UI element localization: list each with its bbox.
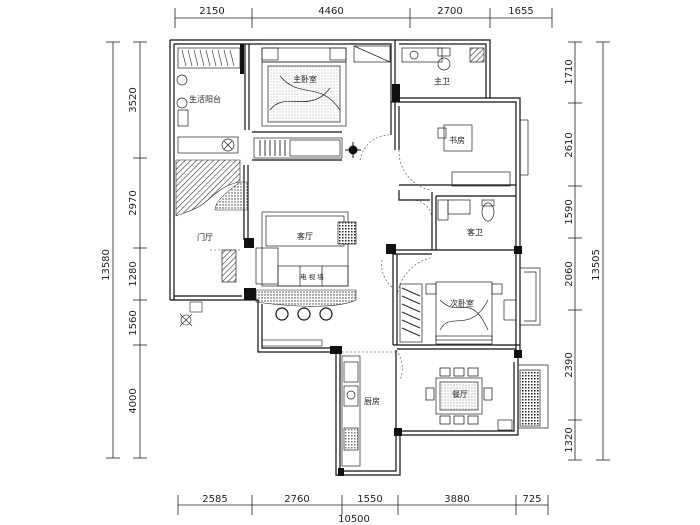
doors — [210, 134, 433, 381]
stove-icon — [343, 427, 359, 451]
study-furniture — [437, 124, 511, 187]
dim-right-total: 13505 — [591, 249, 602, 281]
bar-counter — [255, 289, 357, 307]
dim-left-2: 2970 — [128, 190, 139, 215]
dim-right-2: 2610 — [564, 132, 575, 157]
dim-bottom-5: 725 — [522, 494, 541, 505]
tv-cabinet — [261, 339, 323, 347]
dim-right-6: 1320 — [564, 427, 575, 452]
windows — [169, 39, 549, 429]
room-label-secondary-bedroom: 次卧室 — [450, 298, 474, 308]
secondary-bedroom-furniture — [399, 281, 517, 345]
dim-left-total: 13580 — [101, 249, 112, 281]
dim-top-2: 4460 — [318, 6, 343, 17]
wardrobe-icon — [399, 283, 423, 343]
dim-top-3: 2700 — [437, 6, 462, 17]
master-bath-fixtures — [401, 47, 485, 71]
dim-right-5: 2390 — [564, 352, 575, 377]
dim-left-4: 1560 — [128, 310, 139, 335]
living-balcony — [176, 47, 241, 154]
dim-bottom-4: 3880 — [444, 494, 469, 505]
dim-top-4: 1655 — [508, 6, 533, 17]
dim-right-1: 1710 — [564, 59, 575, 84]
room-label-living-room: 客厅 — [297, 231, 313, 241]
room-label-bath: 客卫 — [467, 227, 483, 237]
dim-bottom-2: 2760 — [284, 494, 309, 505]
dim-left-5: 4000 — [128, 388, 139, 413]
kitchen-fixtures — [341, 355, 361, 467]
dim-bottom-1: 2585 — [202, 494, 227, 505]
dim-left-3: 1280 — [128, 261, 139, 286]
room-label-master-bedroom: 主卧室 — [293, 74, 317, 84]
room-label-dining-room: 餐厅 — [452, 390, 468, 399]
garden-path — [214, 181, 249, 211]
wall-solids — [240, 44, 522, 476]
room-label-study: 书房 — [449, 135, 465, 145]
room-label-kitchen: 厨房 — [364, 396, 380, 406]
planting-bed — [175, 159, 241, 217]
guest-bath-fixtures — [437, 199, 495, 222]
bed-2-icon — [435, 281, 493, 341]
entrance-plant-icon — [179, 301, 203, 327]
kitchen-sink-icon — [343, 361, 359, 383]
room-label-entrance: 门厅 — [197, 232, 213, 242]
master-bedroom-furniture — [253, 45, 391, 159]
dim-bottom-total: 10500 — [338, 514, 370, 525]
dim-bottom-3: 1550 — [357, 494, 382, 505]
dim-left-1: 3520 — [128, 87, 139, 112]
tv-wall-label: 电 视 墙 — [300, 272, 324, 281]
room-labels: 生活阳台 主卧室 主卫 书房 客卫 客厅 次卧室 门厅 厨房 餐厅 — [189, 74, 483, 406]
dim-right-3: 1590 — [564, 199, 575, 224]
plant-icon — [345, 142, 361, 158]
dining-furniture — [425, 367, 541, 431]
dimension-lines — [106, 8, 610, 515]
room-label-master-bath: 主卫 — [434, 76, 450, 86]
bar-stools — [275, 307, 333, 321]
dim-right-4: 2060 — [564, 261, 575, 286]
toilet-icon — [437, 57, 451, 71]
living-room-furniture — [221, 211, 357, 287]
bath-toilet-icon — [481, 202, 495, 222]
washer-icon — [176, 74, 188, 86]
room-label-living-balcony: 生活阳台 — [189, 94, 221, 104]
dimension-labels: 2150 4460 2700 1655 2585 2760 1550 3880 … — [101, 6, 602, 525]
dim-top-1: 2150 — [199, 6, 224, 17]
dining-table-icon — [435, 377, 483, 415]
